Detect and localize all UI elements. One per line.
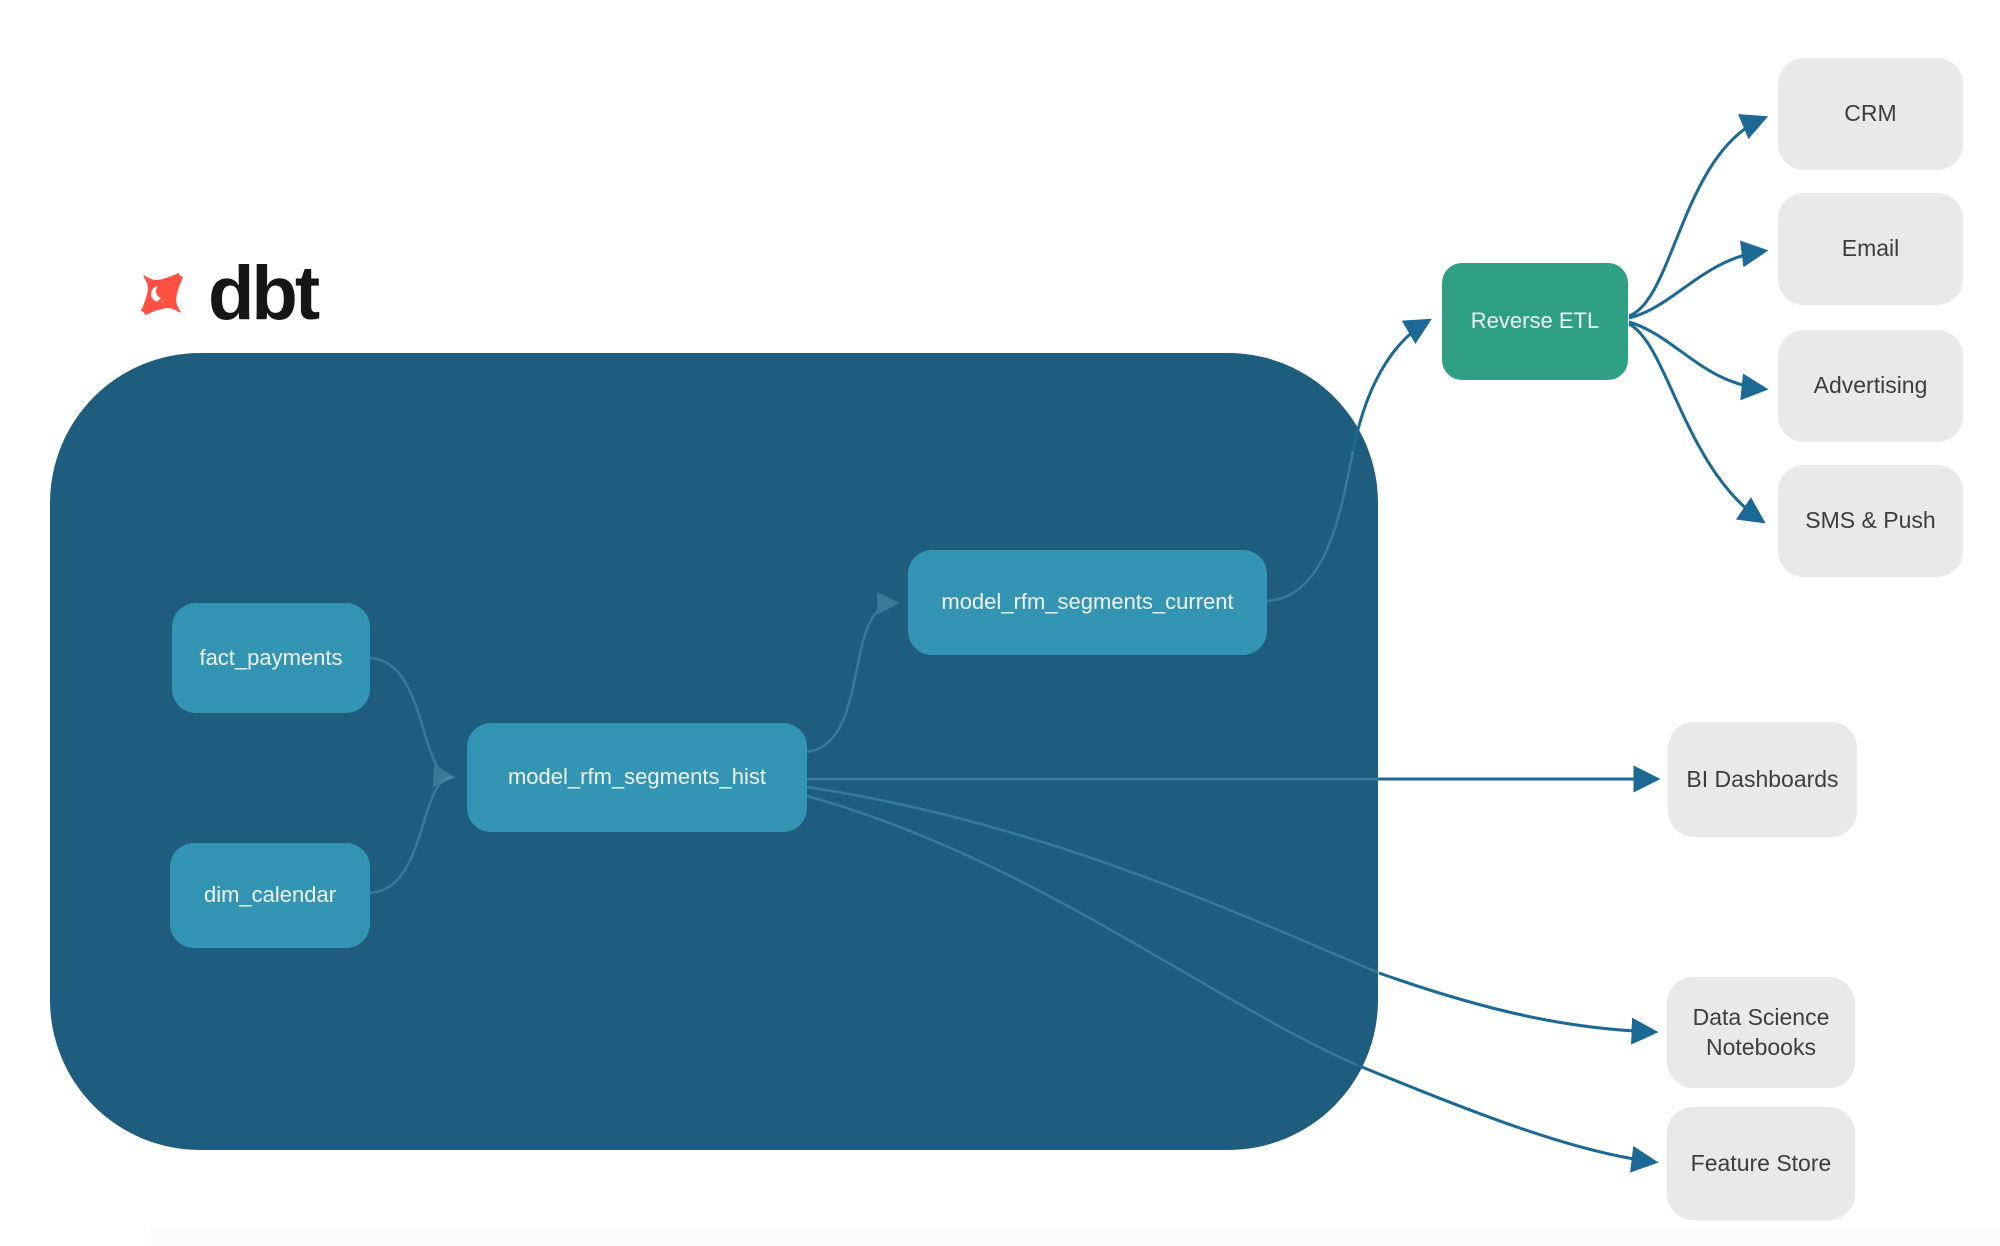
edge-retl-to-sms [1628, 322, 1766, 524]
node-model-rfm-segments-hist-label: model_rfm_segments_hist [507, 764, 766, 790]
node-sms-push: SMS & Push [1778, 465, 1963, 577]
dbt-logo-icon [135, 267, 189, 321]
node-fact-payments: fact_payments [172, 603, 370, 713]
node-sms-push-label: SMS & Push [1805, 507, 1936, 534]
edge-retl-to-crm [1628, 114, 1769, 318]
node-model-rfm-segments-current-label: model_rfm_segments_current [941, 589, 1234, 615]
node-advertising: Advertising [1778, 330, 1963, 442]
edge-hist-to-notebooks [1378, 971, 1659, 1045]
node-email-label: Email [1841, 235, 1900, 262]
edge-current-to-retl [1351, 318, 1432, 452]
node-email: Email [1778, 193, 1963, 305]
bottom-edge-strip [150, 1229, 2000, 1246]
dbt-logo: dbt [126, 251, 320, 336]
node-reverse-etl: Reverse ETL [1442, 263, 1628, 380]
node-fact-payments-label: fact_payments [199, 644, 343, 670]
node-model-rfm-segments-hist: model_rfm_segments_hist [467, 723, 807, 832]
node-reverse-etl-label: Reverse ETL [1470, 308, 1600, 334]
node-crm-label: CRM [1844, 100, 1897, 127]
node-bi-dashboards: BI Dashboards [1668, 722, 1857, 837]
node-data-science-notebooks: Data Science Notebooks [1667, 977, 1855, 1088]
node-feature-store-label: Feature Store [1690, 1149, 1832, 1176]
node-crm: CRM [1778, 58, 1963, 170]
node-dim-calendar-label: dim_calendar [203, 882, 337, 908]
node-data-science-notebooks-label: Data Science Notebooks [1692, 1003, 1830, 1060]
edge-hist-to-featurestore [1356, 1063, 1659, 1173]
node-dim-calendar: dim_calendar [170, 843, 370, 948]
dbt-logo-text: dbt [208, 251, 320, 336]
node-advertising-label: Advertising [1813, 372, 1928, 399]
edge-retl-to-advertising [1628, 320, 1769, 401]
node-model-rfm-segments-current: model_rfm_segments_current [908, 550, 1267, 655]
node-feature-store: Feature Store [1667, 1107, 1855, 1220]
node-bi-dashboards-label: BI Dashboards [1686, 765, 1839, 792]
edge-retl-to-email [1628, 240, 1769, 320]
